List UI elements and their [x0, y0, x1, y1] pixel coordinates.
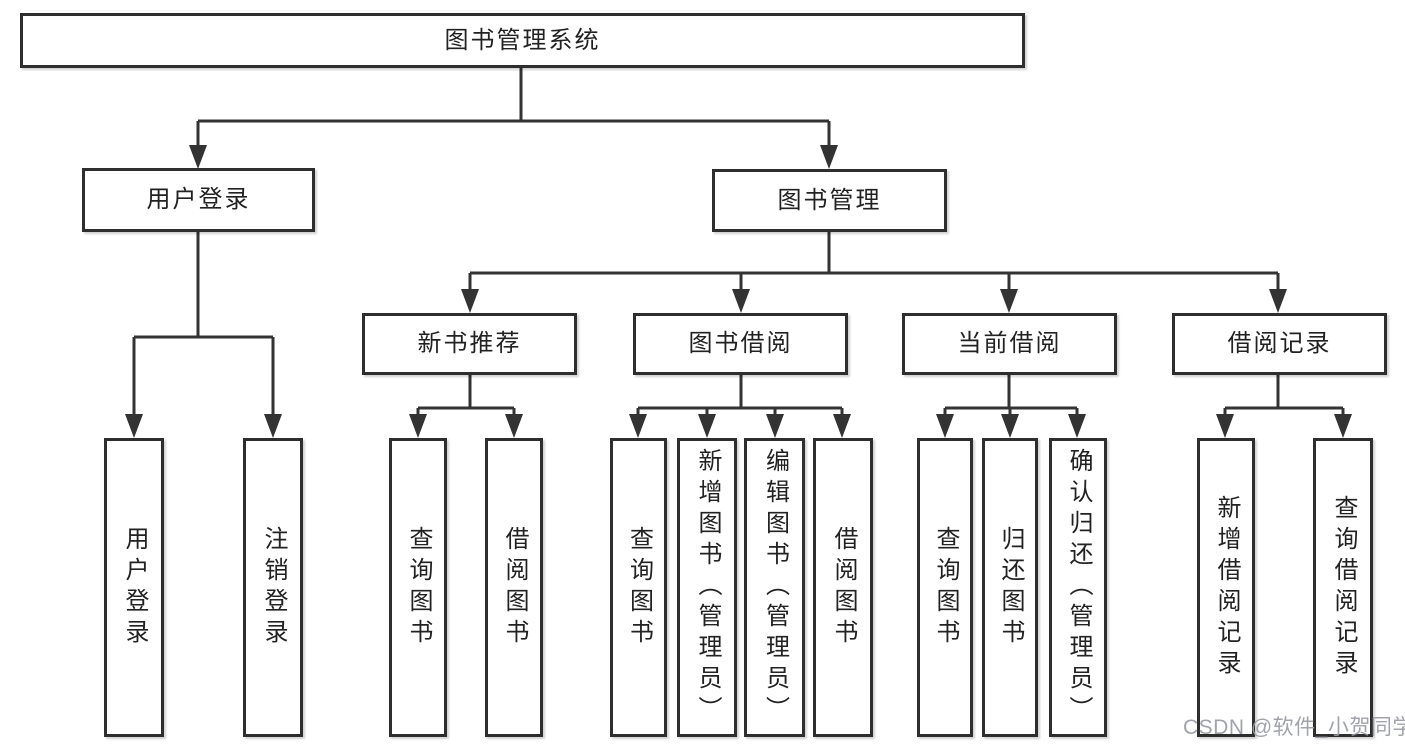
leaf-recommend-query-books: 查询图书	[389, 438, 447, 737]
leaf-borrow-add-books-admin: 新增图书（管理员）	[677, 438, 737, 737]
leaf-logout: 注销登录	[243, 438, 303, 737]
connector-borrowing-records-to-leaves	[1216, 375, 1352, 438]
arrowhead-icon	[936, 414, 954, 438]
arrowhead-icon	[1001, 414, 1019, 438]
arrowhead-icon	[833, 414, 851, 438]
leaf-current-confirm-return-admin: 确认归还（管理员）	[1049, 438, 1107, 737]
node-label: 图书借阅	[688, 330, 793, 357]
node-label: 编辑图书（管理员）	[761, 448, 789, 727]
arrowhead-icon	[698, 414, 716, 438]
node-label: 图书管理	[777, 186, 882, 214]
node-label: 新增借阅记录	[1213, 494, 1240, 681]
connector-current-borrowing-to-leaves	[936, 375, 1086, 438]
node-label: 借阅记录	[1227, 330, 1332, 357]
arrowhead-icon	[264, 414, 282, 438]
node-book-management: 图书管理	[712, 169, 947, 232]
node-book-borrowing: 图书借阅	[633, 313, 848, 375]
arrowhead-icon	[461, 289, 479, 313]
node-root-library-management-system: 图书管理系统	[20, 13, 1025, 68]
arrowhead-icon	[766, 414, 784, 438]
node-label: 用户登录	[121, 525, 148, 650]
arrowhead-icon	[1068, 414, 1086, 438]
connector-book-borrowing-to-leaves	[629, 375, 851, 438]
node-new-book-recommendation: 新书推荐	[362, 313, 577, 375]
arrowhead-icon	[189, 145, 207, 169]
leaf-current-return-books: 归还图书	[982, 438, 1038, 737]
arrowhead-icon	[820, 145, 838, 169]
leaf-borrow-query-books: 查询图书	[610, 438, 667, 737]
node-label: 借阅图书	[830, 525, 857, 650]
csdn-watermark: CSDN @软件_小贺同学	[1183, 716, 1405, 739]
node-label: 查询图书	[405, 525, 432, 650]
arrowhead-icon	[1269, 289, 1287, 313]
leaf-user-login: 用户登录	[104, 438, 164, 737]
arrowhead-icon	[505, 414, 523, 438]
arrowhead-icon	[732, 289, 750, 313]
connector-user-login-to-leaves	[125, 232, 282, 438]
node-label: 图书管理系统	[444, 26, 601, 54]
connector-book-management-to-level3	[461, 232, 1287, 313]
arrowhead-icon	[1216, 414, 1234, 438]
node-label: 新书推荐	[417, 330, 522, 357]
leaf-records-query-record: 查询借阅记录	[1313, 438, 1373, 737]
arrowhead-icon	[125, 414, 143, 438]
node-label: 当前借阅	[957, 330, 1062, 357]
connector-root-to-level2	[189, 68, 838, 169]
leaf-borrow-borrow-books: 借阅图书	[813, 438, 873, 737]
arrowhead-icon	[409, 414, 427, 438]
arrowhead-icon	[1000, 289, 1018, 313]
connector-new-book-to-leaves	[409, 375, 523, 438]
node-label: 查询借阅记录	[1330, 494, 1357, 681]
node-borrowing-records: 借阅记录	[1172, 313, 1387, 375]
node-user-login: 用户登录	[82, 168, 315, 232]
node-current-borrowing: 当前借阅	[902, 313, 1117, 375]
node-label: 归还图书	[997, 525, 1024, 650]
node-label: 注销登录	[260, 525, 287, 650]
node-label: 查询图书	[932, 525, 959, 650]
node-label: 新增图书（管理员）	[694, 448, 721, 727]
node-label: 用户登录	[146, 186, 251, 213]
leaf-borrow-edit-books-admin: 编辑图书（管理员）	[744, 438, 805, 737]
node-label: 确认归还（管理员）	[1065, 448, 1092, 727]
node-label: 查询图书	[625, 525, 653, 650]
leaf-recommend-borrow-books: 借阅图书	[485, 438, 543, 737]
leaf-current-query-books: 查询图书	[917, 438, 973, 737]
leaf-records-add-record: 新增借阅记录	[1197, 438, 1255, 737]
arrowhead-icon	[1334, 414, 1352, 438]
node-label: 借阅图书	[501, 525, 528, 650]
arrowhead-icon	[629, 414, 647, 438]
